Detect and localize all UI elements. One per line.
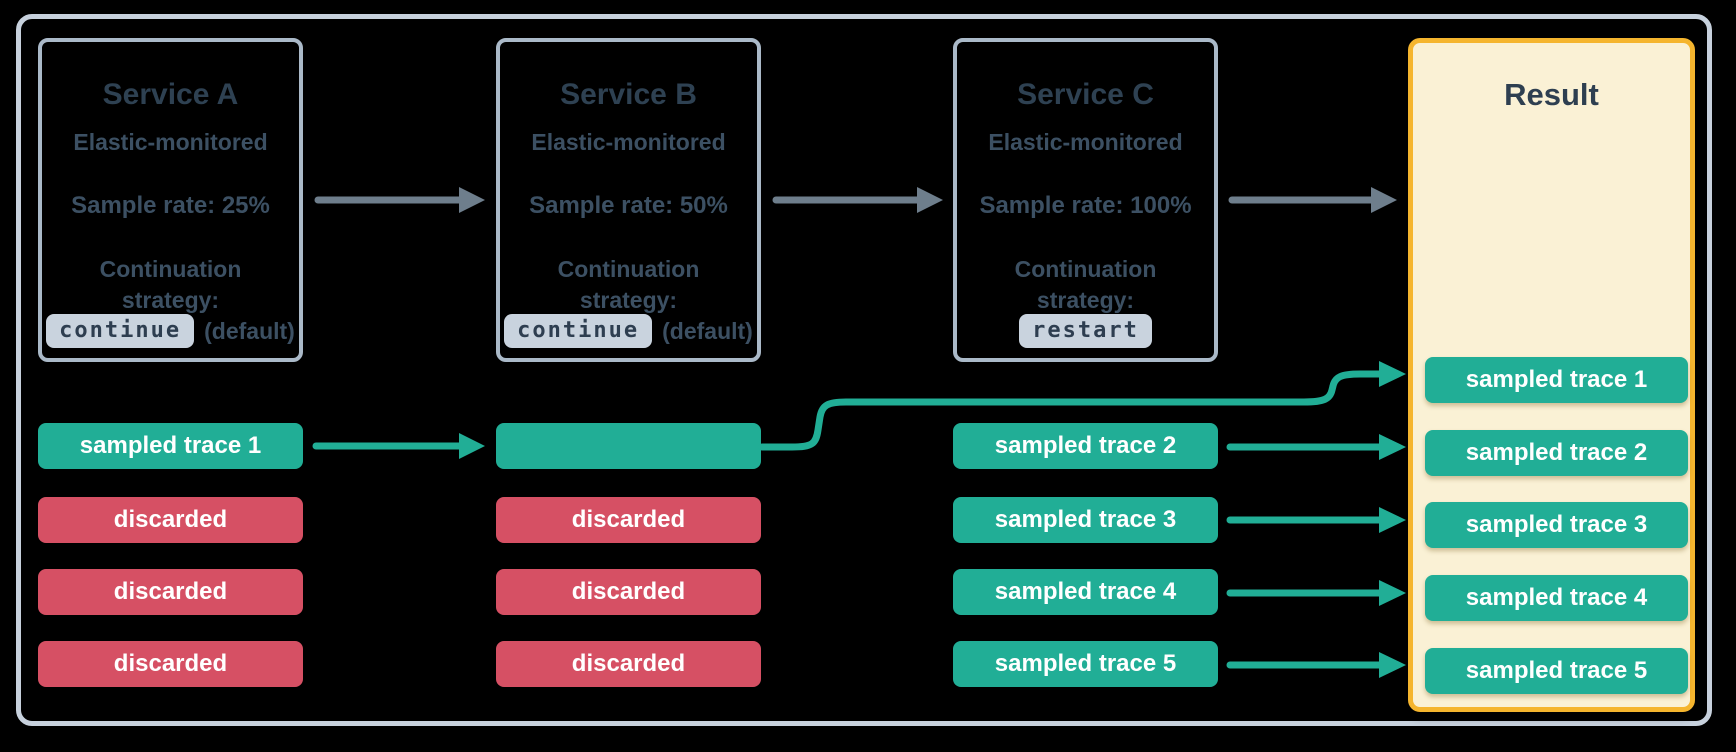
result-title: Result [1504,77,1599,112]
trace-pill-discarded: discarded [496,497,761,543]
trace-pill-discarded: discarded [38,497,303,543]
service-a-monitor: Elastic-monitored [73,129,268,155]
trace-pill-sampled: sampled trace 2 [953,423,1218,469]
arrow-trace4-c-to-result-icon [1226,580,1406,606]
service-b-strategy-badge: continue [504,314,653,348]
service-b-continuation-line1: Continuation [557,256,700,282]
service-b-monitor: Elastic-monitored [531,129,726,155]
service-a-strategy-note: (default) [204,317,295,344]
service-b-box: Service B Elastic-monitored Sample rate:… [496,38,761,362]
trace-pill-discarded: discarded [38,569,303,615]
service-a-strategy-row: continue (default) [42,314,299,348]
service-c-strategy-row: restart [957,314,1214,348]
trace-pill-discarded: discarded [38,641,303,687]
service-b-strategy-row: continue (default) [500,314,757,348]
service-c-strategy-badge: restart [1019,314,1152,348]
result-trace-pill: sampled trace 5 [1425,648,1688,694]
service-a-continuation-line1: Continuation [99,256,242,282]
service-b-sample-rate: Sample rate: 50% [529,192,728,219]
trace-pill-discarded: discarded [496,641,761,687]
trace-pill-sampled: sampled trace 3 [953,497,1218,543]
result-trace-pill: sampled trace 4 [1425,575,1688,621]
service-a-box: Service A Elastic-monitored Sample rate:… [38,38,303,362]
result-trace-pill: sampled trace 2 [1425,430,1688,476]
result-trace-pill: sampled trace 1 [1425,357,1688,403]
trace-pill-discarded: discarded [496,569,761,615]
arrow-trace1-b-to-result-curve-icon [758,361,1406,451]
arrow-trace1-a-to-b-icon [312,433,485,459]
service-c-sample-rate: Sample rate: 100% [979,192,1192,219]
result-trace-pill: sampled trace 3 [1425,502,1688,548]
service-a-title: Service A [102,78,239,111]
trace-pill-sampled: sampled trace 4 [953,569,1218,615]
arrow-trace3-c-to-result-icon [1226,507,1406,533]
service-c-continuation-line1: Continuation [1014,256,1157,282]
service-c-title: Service C [1017,78,1154,111]
service-c-box: Service C Elastic-monitored Sample rate:… [953,38,1218,362]
arrow-service-a-to-b-icon [314,187,485,213]
service-c-continuation-line2: strategy: [1036,287,1135,313]
service-a-sample-rate: Sample rate: 25% [71,192,270,219]
result-panel: Result sampled trace 1 sampled trace 2 s… [1408,38,1695,712]
service-c-monitor: Elastic-monitored [988,129,1183,155]
arrow-service-b-to-c-icon [772,187,943,213]
arrow-trace2-c-to-result-icon [1226,434,1406,460]
trace-pill-sampled-unlabeled [496,423,761,469]
trace-pill-sampled: sampled trace 1 [38,423,303,469]
service-b-strategy-note: (default) [662,317,753,344]
outer-frame [16,14,1712,726]
service-b-title: Service B [560,78,697,111]
service-a-continuation-line2: strategy: [121,287,220,313]
service-b-continuation-line2: strategy: [579,287,678,313]
arrow-service-c-to-result-icon [1228,187,1397,213]
trace-pill-sampled: sampled trace 5 [953,641,1218,687]
arrow-trace5-c-to-result-icon [1226,652,1406,678]
service-a-strategy-badge: continue [46,314,195,348]
